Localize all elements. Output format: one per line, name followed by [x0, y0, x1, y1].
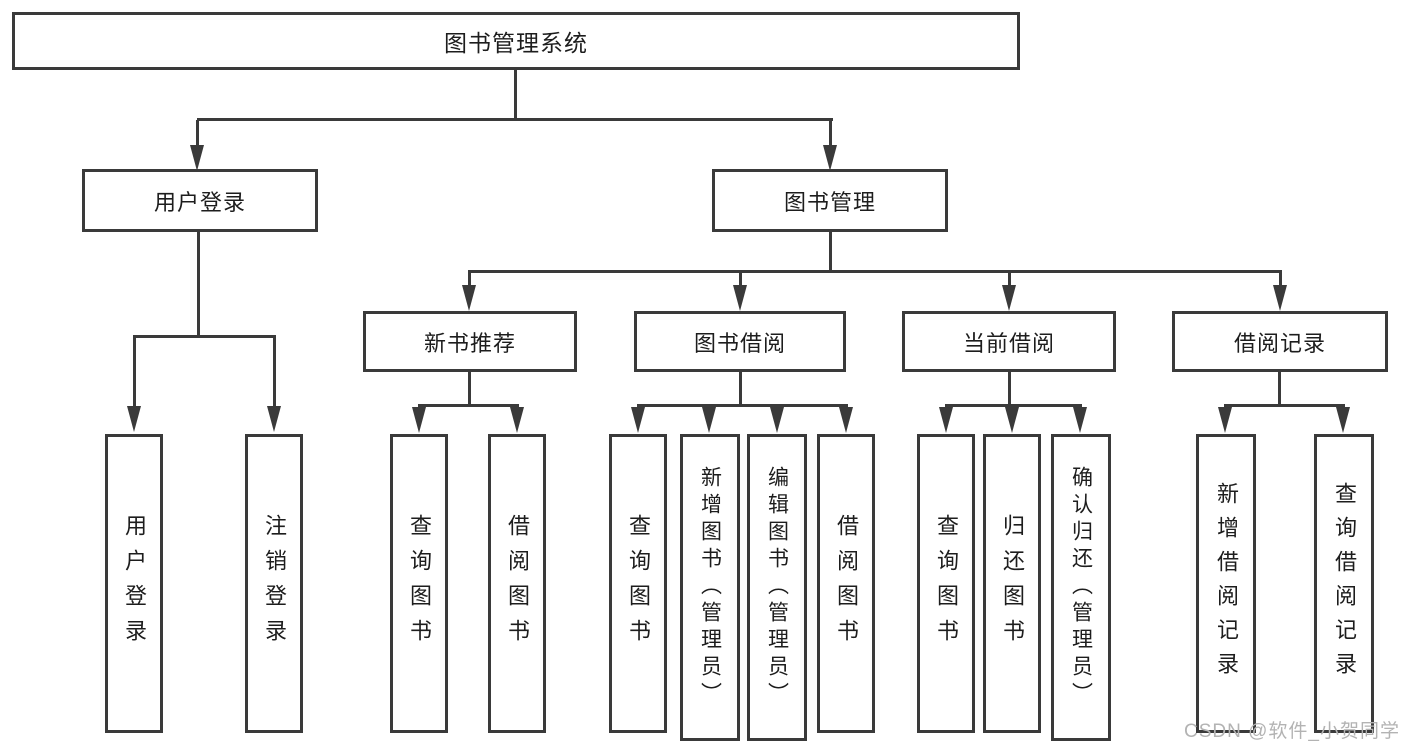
- connector-line: [468, 273, 471, 288]
- leaf-borrow-books-recommend: 借阅图书: [488, 434, 546, 733]
- connector-line: [196, 120, 199, 148]
- arrow-down-icon: [190, 145, 204, 171]
- connector-line: [1008, 273, 1011, 288]
- arrow-down-icon: [939, 407, 953, 433]
- connector-line: [1224, 404, 1345, 407]
- arrow-down-icon: [823, 145, 837, 171]
- connector-line: [468, 270, 1282, 273]
- leaf-add-borrow-record: 新增借阅记录: [1196, 434, 1256, 733]
- connector-line: [1279, 273, 1282, 288]
- arrow-down-icon: [1002, 285, 1016, 311]
- arrow-down-icon: [412, 407, 426, 433]
- node-current-borrowing: 当前借阅: [902, 311, 1116, 372]
- arrow-down-icon: [267, 406, 281, 432]
- node-book-management: 图书管理: [712, 169, 948, 232]
- connector-line: [1278, 372, 1281, 405]
- connector-line: [133, 335, 276, 338]
- connector-line: [829, 120, 832, 148]
- leaf-query-books-borrowing: 查询图书: [609, 434, 667, 733]
- connector-line: [945, 404, 1082, 407]
- node-new-book-recommendation: 新书推荐: [363, 311, 577, 372]
- connector-line: [1008, 372, 1011, 405]
- connector-line: [739, 273, 742, 288]
- arrow-down-icon: [631, 407, 645, 433]
- arrow-down-icon: [462, 285, 476, 311]
- connector-line: [273, 338, 276, 406]
- leaf-logout: 注销登录: [245, 434, 303, 733]
- connector-line: [739, 372, 742, 405]
- leaf-query-borrow-record: 查询借阅记录: [1314, 434, 1374, 733]
- arrow-down-icon: [1273, 285, 1287, 311]
- leaf-user-login: 用户登录: [105, 434, 163, 733]
- connector-line: [514, 70, 517, 118]
- leaf-borrow-books: 借阅图书: [817, 434, 875, 733]
- arrow-down-icon: [702, 407, 716, 433]
- node-user-login: 用户登录: [82, 169, 318, 232]
- connector-line: [197, 232, 200, 337]
- leaf-query-books-current: 查询图书: [917, 434, 975, 733]
- arrow-down-icon: [1336, 407, 1350, 433]
- arrow-down-icon: [127, 406, 141, 432]
- arrow-down-icon: [733, 285, 747, 311]
- node-library-management-system: 图书管理系统: [12, 12, 1020, 70]
- leaf-add-books-admin: 新增图书（管理员）: [680, 434, 740, 741]
- arrow-down-icon: [839, 407, 853, 433]
- connector-line: [197, 118, 833, 121]
- arrow-down-icon: [510, 407, 524, 433]
- node-book-borrowing: 图书借阅: [634, 311, 846, 372]
- node-borrowing-records: 借阅记录: [1172, 311, 1388, 372]
- connector-line: [829, 232, 832, 272]
- leaf-return-books: 归还图书: [983, 434, 1041, 733]
- leaf-query-books-recommend: 查询图书: [390, 434, 448, 733]
- arrow-down-icon: [1218, 407, 1232, 433]
- leaf-confirm-return-admin: 确认归还（管理员）: [1051, 434, 1111, 741]
- arrow-down-icon: [1005, 407, 1019, 433]
- watermark: CSDN @软件_小贺同学: [1184, 721, 1400, 742]
- arrow-down-icon: [1073, 407, 1087, 433]
- connector-line: [637, 404, 848, 407]
- arrow-down-icon: [770, 407, 784, 433]
- leaf-edit-books-admin: 编辑图书（管理员）: [747, 434, 807, 741]
- connector-line: [418, 404, 519, 407]
- connector-line: [133, 338, 136, 406]
- connector-line: [468, 372, 471, 405]
